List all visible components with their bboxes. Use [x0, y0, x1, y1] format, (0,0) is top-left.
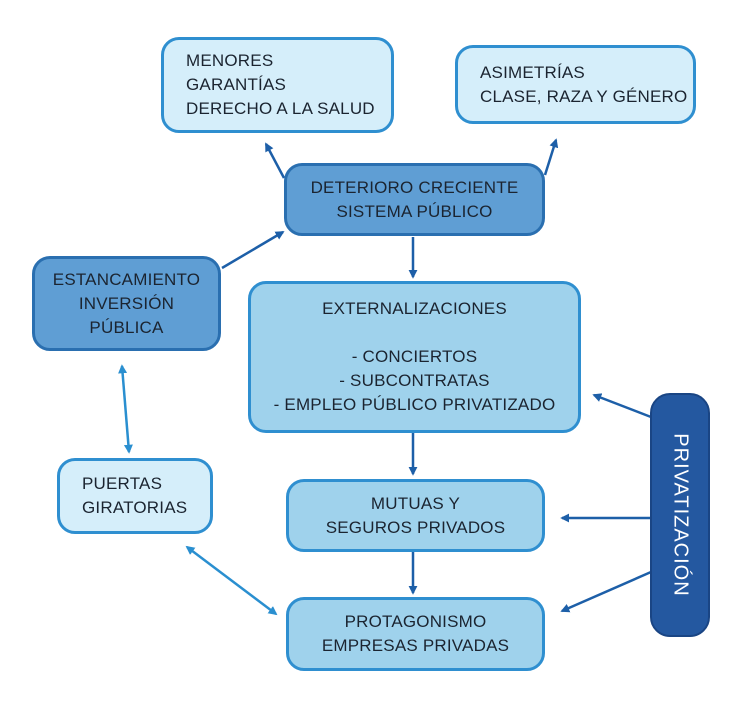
node-privatizacion-label: PRIVATIZACIÓN [669, 433, 692, 597]
node-estancamiento-line-1: ESTANCAMIENTO [52, 269, 201, 289]
node-mutuas: MUTUAS Y SEGUROS PRIVADOS [286, 479, 545, 552]
node-mutuas-line-2: SEGUROS PRIVADOS [325, 517, 506, 537]
node-asimetrias: ASIMETRÍAS CLASE, RAZA Y GÉNERO [455, 45, 696, 124]
node-deterioro: DETERIORO CRECIENTE SISTEMA PÚBLICO [284, 163, 545, 236]
arrow-estancamiento-to-deterioro [221, 230, 285, 270]
node-estancamiento: ESTANCAMIENTO INVERSIÓN PÚBLICA [32, 256, 221, 351]
node-puertas: PUERTAS GIRATORIAS [57, 458, 213, 534]
node-deterioro-line-1: DETERIORO CRECIENTE [310, 177, 519, 197]
arrow-estancamiento-puertas [118, 364, 133, 454]
node-deterioro-line-2: SISTEMA PÚBLICO [336, 201, 493, 221]
node-externalizaciones-title: EXTERNALIZACIONES [322, 299, 507, 318]
node-menores-line-3: DERECHO A LA SALUD [186, 99, 375, 118]
node-privatizacion [650, 393, 710, 637]
node-protagonismo: PROTAGONISMO EMPRESAS PRIVADAS [286, 597, 545, 671]
node-estancamiento-line-2: INVERSIÓN [78, 293, 175, 313]
node-mutuas-line-1: MUTUAS Y [370, 493, 461, 513]
node-menores: MENORES GARANTÍAS DERECHO A LA SALUD [161, 37, 394, 133]
node-asimetrias-line-1: ASIMETRÍAS [480, 62, 585, 82]
node-puertas-line-1: PUERTAS [82, 474, 163, 493]
node-protagonismo-line-1: PROTAGONISMO [344, 612, 487, 631]
node-externalizaciones-item-1: - CONCIERTOS [351, 347, 478, 366]
arrow-deterioro-to-menores [264, 142, 286, 179]
node-protagonismo-line-2: EMPRESAS PRIVADAS [321, 636, 510, 655]
node-estancamiento-line-3: PÚBLICA [89, 317, 164, 337]
node-menores-line-1: MENORES [186, 51, 274, 70]
arrow-puertas-protagonismo [185, 545, 278, 616]
node-externalizaciones-item-2: - SUBCONTRATAS [339, 371, 490, 390]
node-menores-line-2: GARANTÍAS [186, 75, 287, 94]
arrow-deterioro-to-asimetrias [543, 138, 559, 176]
arrow-privatizacion-to-externalizaciones [592, 393, 652, 419]
node-puertas-line-2: GIRATORIAS [82, 498, 188, 517]
node-asimetrias-line-2: CLASE, RAZA Y GÉNERO [480, 86, 688, 106]
node-externalizaciones-item-3: - EMPLEO PÚBLICO PRIVATIZADO [273, 395, 556, 414]
arrow-privatizacion-to-protagonismo [560, 570, 652, 613]
node-externalizaciones: EXTERNALIZACIONES - CONCIERTOS - SUBCONT… [248, 281, 581, 433]
